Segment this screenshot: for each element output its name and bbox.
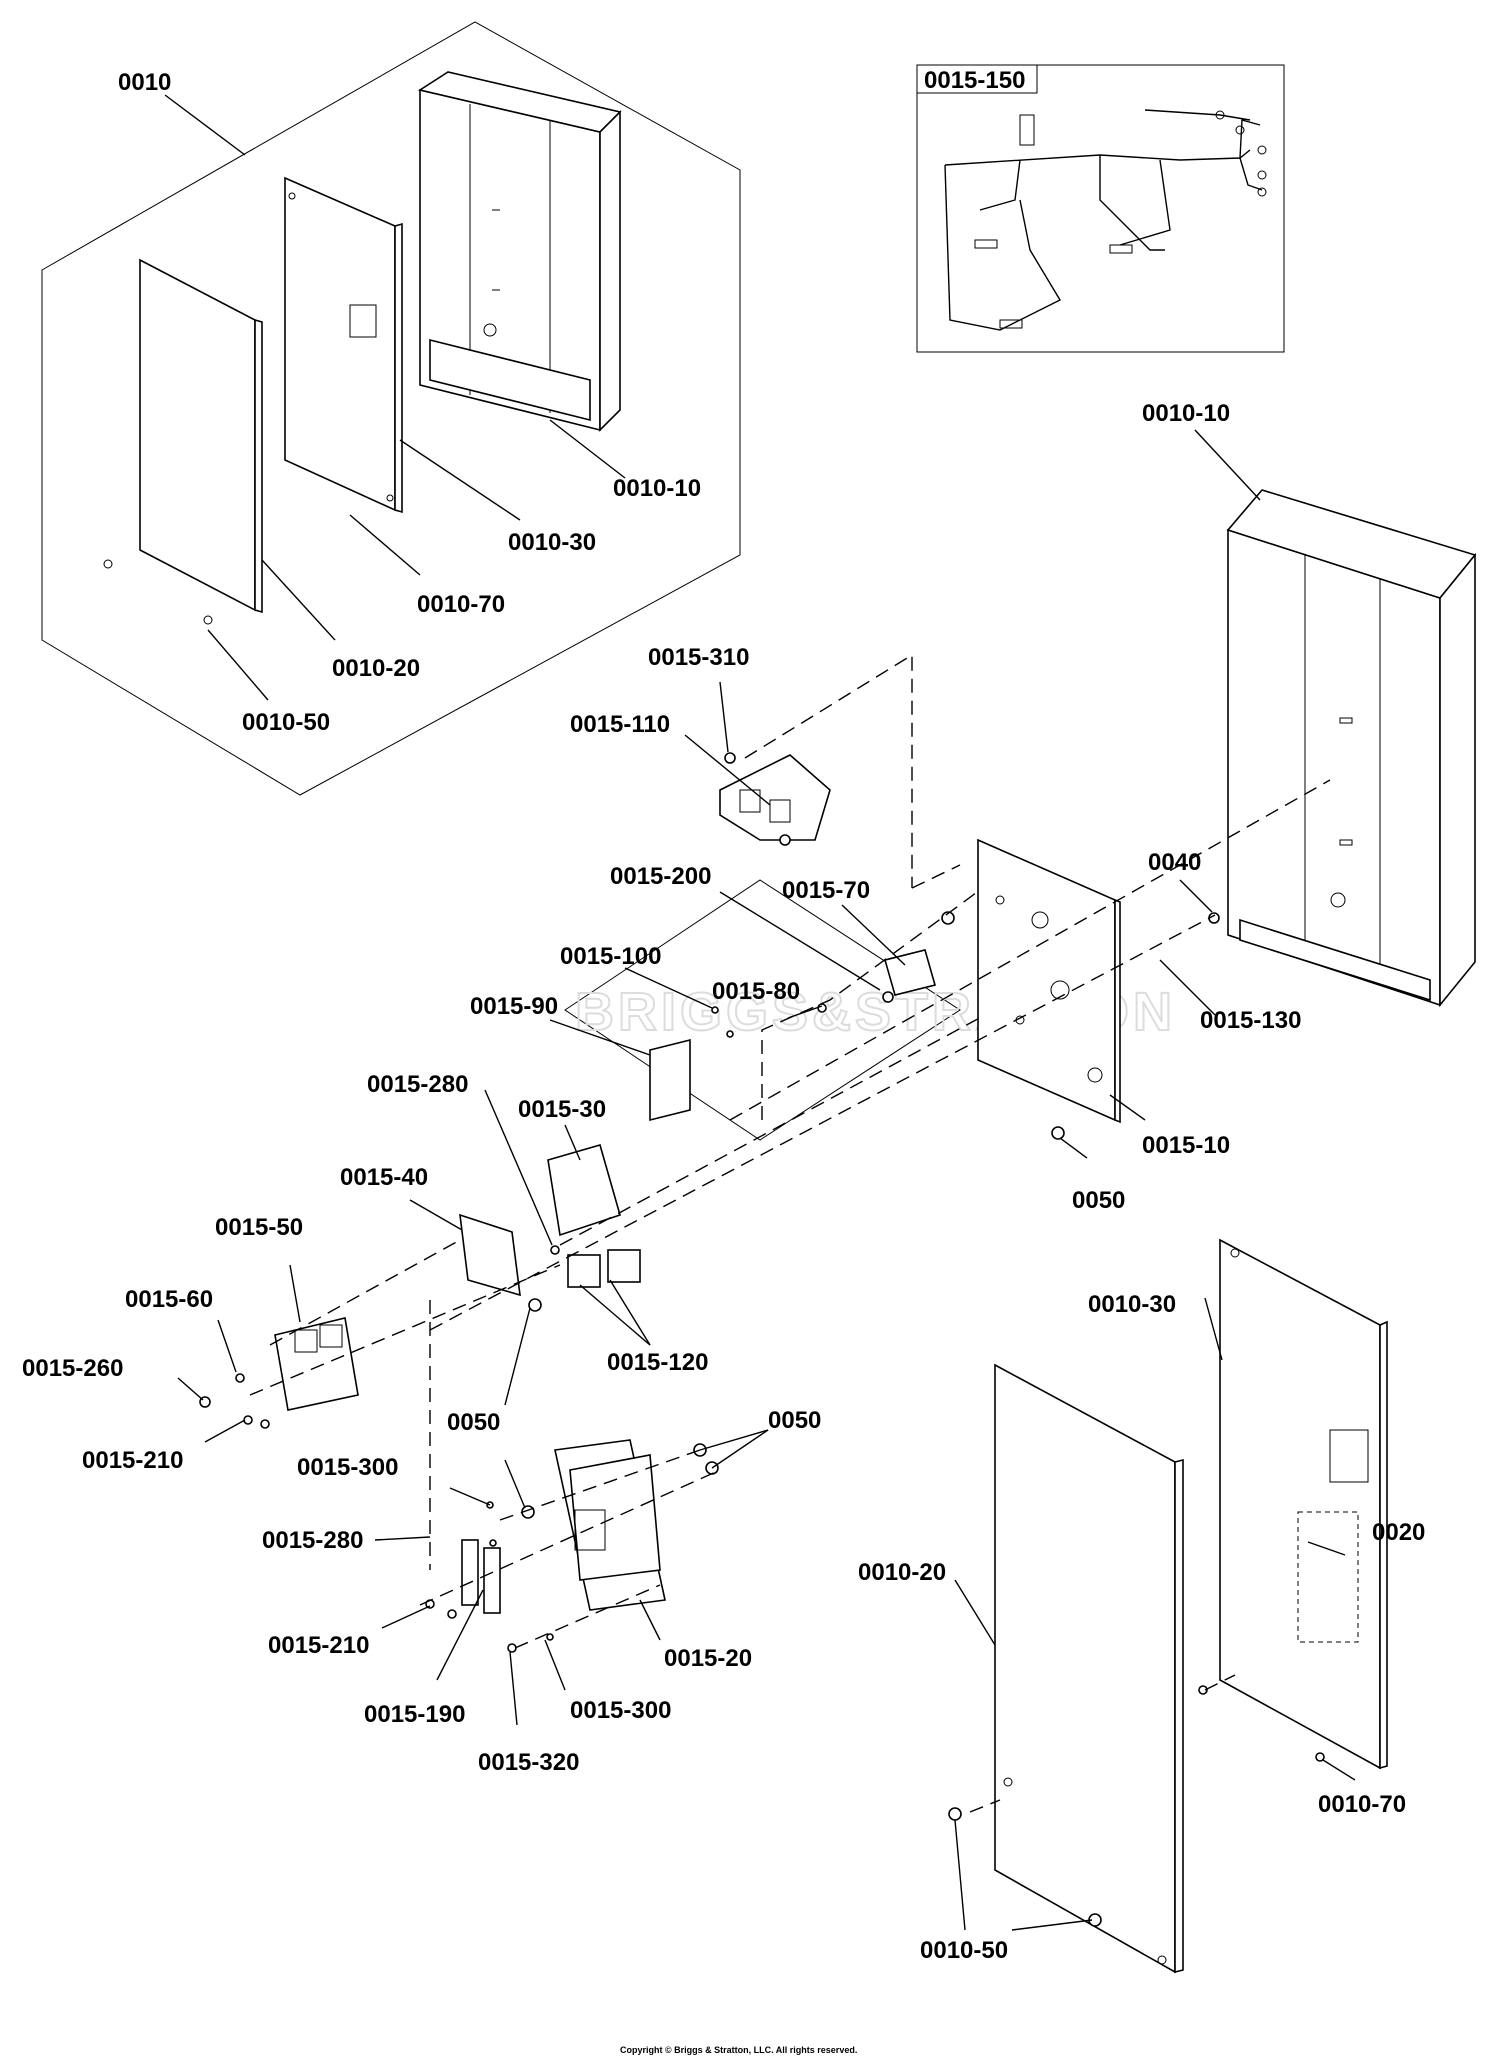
dead-front-large bbox=[1219, 1238, 1388, 1770]
label-0015-120: 0015-120 bbox=[607, 1349, 708, 1376]
label-0015-90: 0015-90 bbox=[470, 993, 558, 1020]
label-0015-320: 0015-320 bbox=[478, 1749, 579, 1776]
label-0010-10-top: 0010-10 bbox=[613, 475, 701, 502]
enclosure-large bbox=[1226, 489, 1477, 1008]
label-0050-right: 0050 bbox=[768, 1407, 821, 1434]
enclosure-small bbox=[417, 71, 622, 432]
assembly-lines bbox=[249, 653, 1331, 1813]
cover-0015-40 bbox=[459, 1213, 521, 1297]
label-0010-20-top: 0010-20 bbox=[332, 655, 420, 682]
inset-wire-harness: 0015-150 bbox=[916, 64, 1285, 353]
door-small bbox=[103, 258, 263, 625]
callout-labels: 0010 0010-10 0010-30 0010-70 0010-20 001… bbox=[22, 69, 1425, 1964]
label-0015-40: 0015-40 bbox=[340, 1164, 428, 1191]
bracket-0015-30 bbox=[547, 1144, 621, 1237]
label-0015-70: 0015-70 bbox=[782, 877, 870, 904]
label-0015-20: 0015-20 bbox=[664, 1645, 752, 1672]
label-0010-30-top: 0010-30 bbox=[508, 529, 596, 556]
breaker-assembly-0015-20 bbox=[554, 1439, 666, 1611]
brackets-0015-190 bbox=[461, 1539, 501, 1614]
label-0015-280-bottom: 0015-280 bbox=[262, 1527, 363, 1554]
label-0015-130: 0015-130 bbox=[1200, 1007, 1301, 1034]
label-0015-200: 0015-200 bbox=[610, 863, 711, 890]
board-0015-90 bbox=[649, 1038, 691, 1122]
label-0015-50: 0015-50 bbox=[215, 1214, 303, 1241]
mounting-plate bbox=[977, 838, 1121, 1124]
label-0015-260: 0015-260 bbox=[22, 1355, 123, 1382]
label-0015-280-top: 0015-280 bbox=[367, 1071, 468, 1098]
label-0020: 0020 bbox=[1372, 1519, 1425, 1546]
label-0010-70-right: 0010-70 bbox=[1318, 1791, 1406, 1818]
blocks-0015-120 bbox=[567, 1249, 641, 1288]
label-0015-110: 0015-110 bbox=[570, 711, 670, 738]
label-0015-310: 0015-310 bbox=[648, 644, 749, 671]
leader-lines bbox=[164, 94, 1356, 1931]
dead-front-small bbox=[284, 176, 403, 514]
label-0015-210-bottom: 0015-210 bbox=[268, 1632, 369, 1659]
copyright-text: Copyright © Briggs & Stratton, LLC. All … bbox=[620, 2045, 857, 2055]
label-0040: 0040 bbox=[1148, 849, 1201, 876]
label-0010-50-right: 0010-50 bbox=[920, 1937, 1008, 1964]
label-0015-190: 0015-190 bbox=[364, 1701, 465, 1728]
label-0010-50-top: 0010-50 bbox=[242, 709, 330, 736]
label-0010-10-right: 0010-10 bbox=[1142, 400, 1230, 427]
door-large bbox=[994, 1363, 1184, 1974]
assembly-0010-box bbox=[41, 21, 741, 796]
label-0010-20-right: 0010-20 bbox=[858, 1559, 946, 1586]
relay-0015-110 bbox=[719, 754, 831, 841]
contactor-0015-50 bbox=[274, 1317, 359, 1411]
label-0015-100: 0015-100 bbox=[560, 943, 661, 970]
label-0010-30-right: 0010-30 bbox=[1088, 1291, 1176, 1318]
label-0015-300-bottom: 0015-300 bbox=[570, 1697, 671, 1724]
label-0050-left: 0050 bbox=[447, 1409, 500, 1436]
terminal-0015-70 bbox=[884, 949, 936, 996]
label-0050-mid: 0050 bbox=[1072, 1187, 1125, 1214]
label-0015-10: 0015-10 bbox=[1142, 1132, 1230, 1159]
label-0015-300-top: 0015-300 bbox=[297, 1454, 398, 1481]
label-0015-30: 0015-30 bbox=[518, 1096, 606, 1123]
label-0015-210-top: 0015-210 bbox=[82, 1447, 183, 1474]
label-0010-70-top: 0010-70 bbox=[417, 591, 505, 618]
label-0015-80: 0015-80 bbox=[712, 978, 800, 1005]
label-0015-60: 0015-60 bbox=[125, 1286, 213, 1313]
label-0010: 0010 bbox=[118, 69, 171, 96]
inset-label: 0015-150 bbox=[924, 67, 1025, 94]
